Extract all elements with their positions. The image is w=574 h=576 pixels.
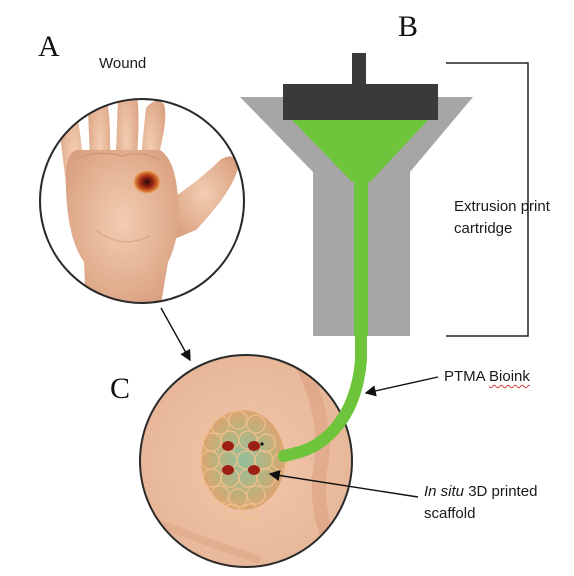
bioink-label-word: Bioink [489, 368, 530, 385]
bioink-label-prefix: PTMA [444, 368, 489, 385]
panel-letter-b: B [398, 12, 418, 42]
scaffold-label-italic: In situ [424, 483, 464, 500]
scaffold-label-line2: scaffold [424, 503, 537, 525]
scaffold-label-rest: 3D printed [464, 483, 537, 500]
arrow-hand-to-closeup [161, 308, 190, 360]
wound-label: Wound [99, 53, 146, 75]
skin-closeup [135, 350, 365, 576]
panel-letter-a: A [38, 32, 60, 62]
cartridge-label: Extrusion print cartridge [454, 196, 550, 240]
panel-letter-c: C [110, 374, 130, 404]
bioink-label: PTMA Bioink [444, 366, 530, 388]
plunger-head [283, 84, 438, 120]
cartridge-label-line1: Extrusion print [454, 196, 550, 218]
scaffold-label-line1: In situ 3D printed [424, 481, 537, 503]
plunger-rod [352, 53, 366, 85]
hand-illustration [30, 87, 260, 320]
scaffold-label: In situ 3D printed scaffold [424, 481, 537, 525]
wound-spot [133, 170, 161, 194]
arrow-bioink [366, 377, 438, 393]
print-cartridge [240, 53, 473, 336]
bioink-channel [354, 182, 368, 336]
cartridge-label-line2: cartridge [454, 218, 550, 240]
